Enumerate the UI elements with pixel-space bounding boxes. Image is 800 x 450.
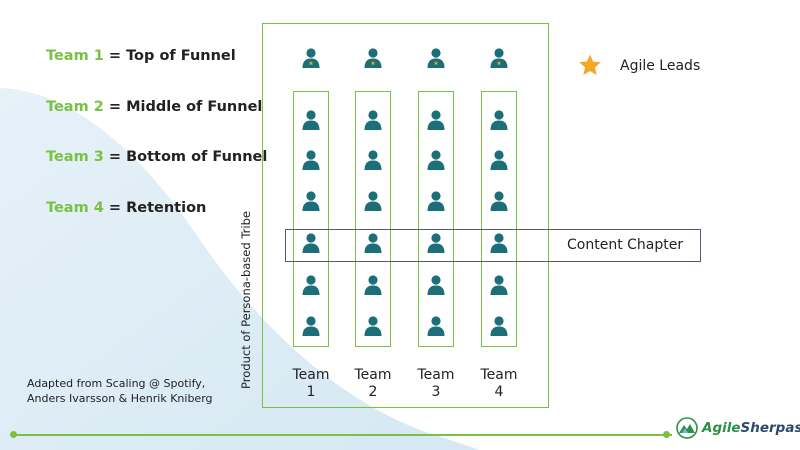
agile-lead-person-icon [427, 48, 445, 68]
team-definition-2: Team 2 = Middle of Funnel [46, 99, 262, 115]
chapter-label: Content Chapter [567, 237, 684, 253]
credit-line-1: Adapted from Scaling @ Spotify, [27, 377, 206, 390]
team-description: = Top of Funnel [103, 48, 236, 64]
legend-label: Agile Leads [620, 58, 701, 74]
squad-member-person-icon [364, 110, 382, 130]
squad-member-person-icon [302, 275, 320, 295]
team-name: Team 4 [46, 200, 104, 216]
team-definition-4: Team 4 = Retention [46, 200, 206, 216]
logo-wordmark: AgileSherpas [702, 420, 800, 436]
team-description: = Retention [103, 200, 207, 216]
squad-member-person-icon [364, 316, 382, 336]
agile-lead-person-icon [364, 48, 382, 68]
squad-member-person-icon [490, 150, 508, 170]
team-name: Team 1 [46, 48, 104, 64]
squad-caption-number: 3 [431, 384, 441, 400]
squad-caption-number: 1 [306, 384, 316, 400]
squad-member-person-icon [427, 233, 445, 253]
squad-member-person-icon [427, 275, 445, 295]
squad-member-person-icon [302, 150, 320, 170]
squad-member-person-icon [302, 233, 320, 253]
agile-lead-person-icon [302, 48, 320, 68]
footer-divider [12, 434, 672, 436]
squad-member-person-icon [302, 110, 320, 130]
squad-caption-word: Team [292, 367, 330, 383]
logo-part-1: Agile [702, 420, 741, 436]
squad-member-person-icon [490, 191, 508, 211]
squad-box-2 [355, 91, 391, 347]
squad-caption-word: Team [417, 367, 455, 383]
tribe-label: Product of Persona-based Tribe [239, 211, 253, 389]
tribe-box [262, 23, 549, 408]
team-description: = Bottom of Funnel [103, 149, 268, 165]
squad-member-person-icon [364, 191, 382, 211]
squad-member-person-icon [427, 316, 445, 336]
agile-lead-person-icon [490, 48, 508, 68]
agilesherpas-logo-icon [676, 417, 698, 439]
credit-line-2: Anders Ivarsson & Henrik Kniberg [27, 392, 213, 405]
squad-member-person-icon [427, 191, 445, 211]
team-definition-3: Team 3 = Bottom of Funnel [46, 149, 267, 165]
divider-dot-left [10, 431, 17, 438]
squad-member-person-icon [364, 233, 382, 253]
squad-caption-word: Team [354, 367, 392, 383]
squad-member-person-icon [364, 275, 382, 295]
team-description: = Middle of Funnel [103, 99, 263, 115]
squad-member-person-icon [490, 316, 508, 336]
squad-member-person-icon [490, 233, 508, 253]
squad-caption-word: Team [480, 367, 518, 383]
squad-member-person-icon [302, 191, 320, 211]
squad-box-3 [418, 91, 454, 347]
logo-part-2: Sherpas [740, 420, 800, 436]
team-name: Team 2 [46, 99, 104, 115]
squad-box-1 [293, 91, 329, 347]
squad-member-person-icon [302, 316, 320, 336]
team-name: Team 3 [46, 149, 104, 165]
squad-member-person-icon [490, 110, 508, 130]
squad-member-person-icon [364, 150, 382, 170]
squad-member-person-icon [490, 275, 508, 295]
chapter-box [285, 229, 701, 262]
squad-caption-number: 2 [368, 384, 378, 400]
squad-caption-number: 4 [494, 384, 504, 400]
divider-dot-right [663, 431, 670, 438]
squad-member-person-icon [427, 110, 445, 130]
squad-box-4 [481, 91, 517, 347]
star-icon [579, 54, 601, 75]
team-definition-1: Team 1 = Top of Funnel [46, 48, 236, 64]
squad-member-person-icon [427, 150, 445, 170]
attribution-credit: Adapted from Scaling @ Spotify, Anders I… [27, 376, 213, 406]
